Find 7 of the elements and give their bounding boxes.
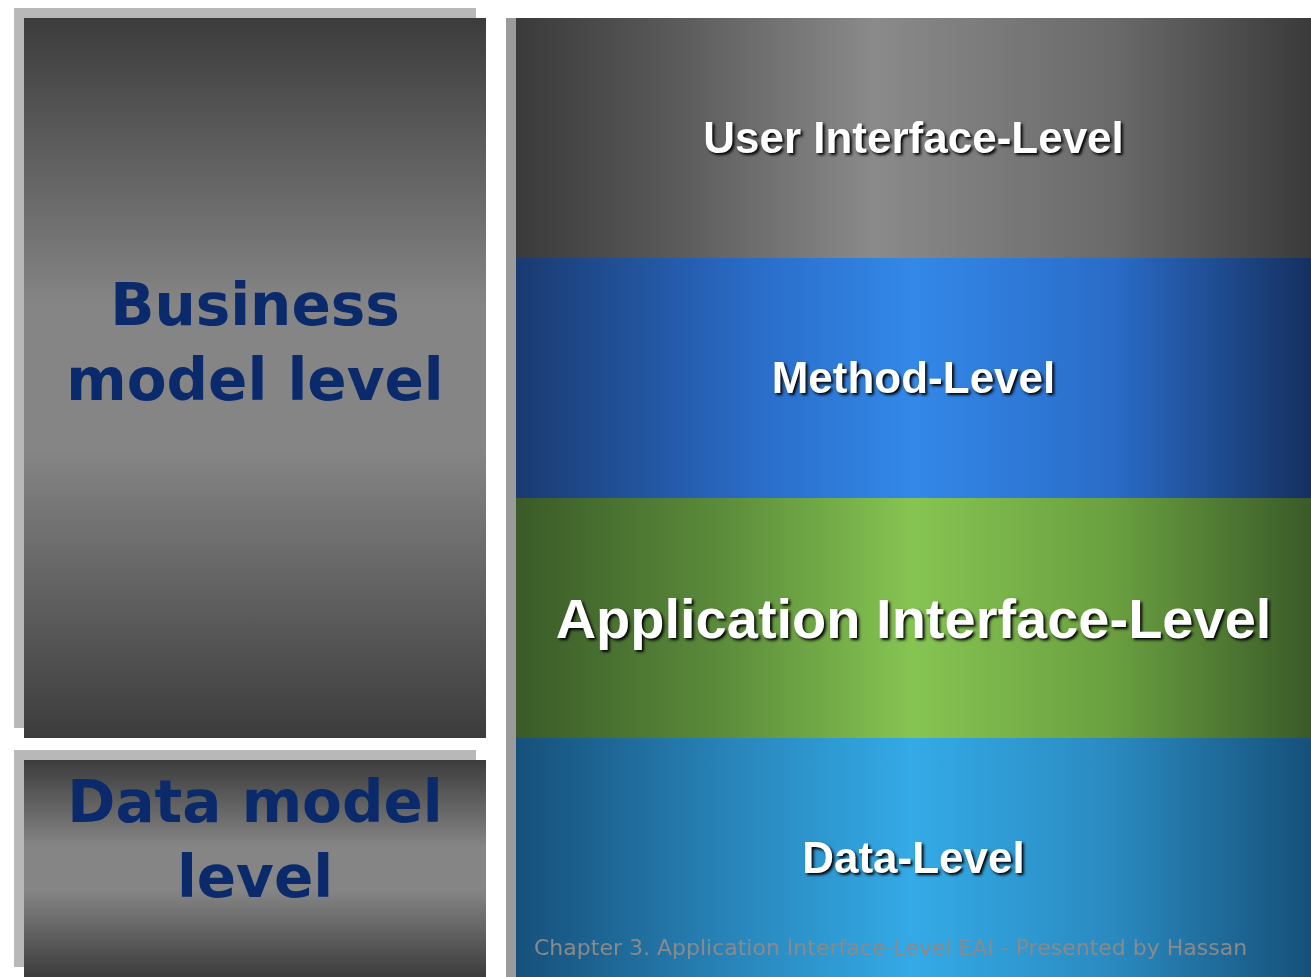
footer-text: Chapter 3. Application Interface-Level EAI - Presented by Hassan bbox=[534, 935, 1248, 960]
level-title: User Interface-Level bbox=[703, 113, 1124, 163]
level-title: Method-Level bbox=[771, 353, 1056, 403]
level-title: Data model level bbox=[66, 767, 444, 914]
level-title: Business model level bbox=[65, 270, 445, 417]
level-title: Data-Level bbox=[802, 832, 1025, 883]
level-title: Application Interface-Level bbox=[555, 585, 1272, 651]
